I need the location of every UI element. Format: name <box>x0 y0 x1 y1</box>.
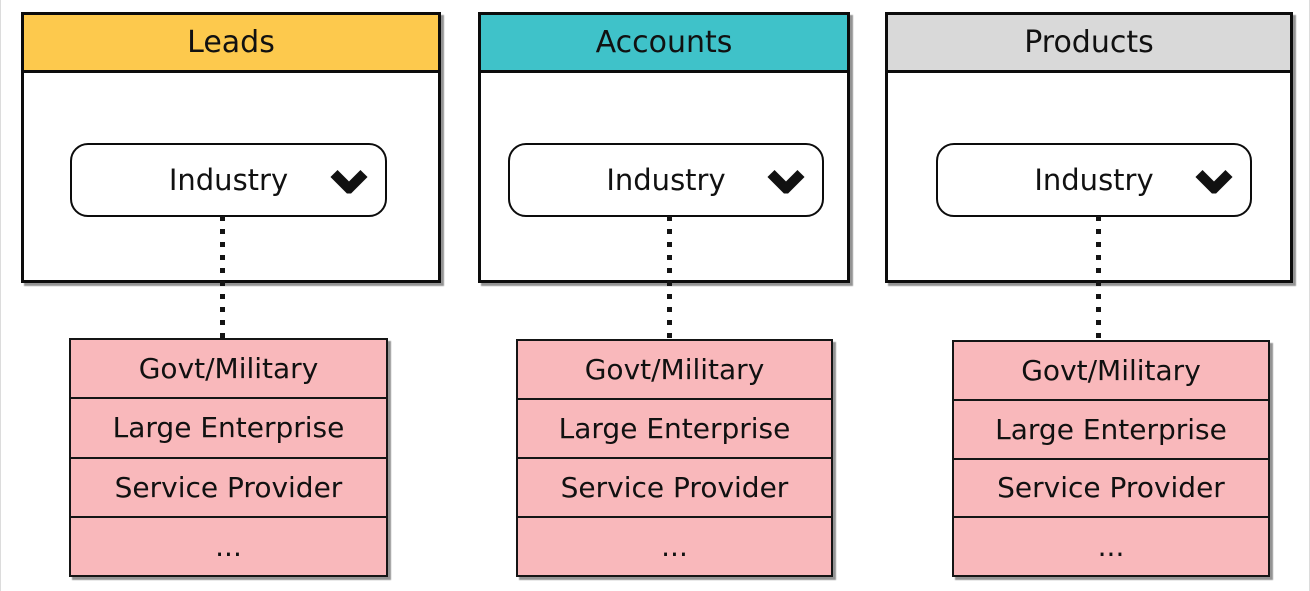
list-item-ellipsis: ... <box>1097 530 1125 564</box>
dotted-connector-products <box>1096 216 1101 340</box>
industry-dropdown-leads[interactable]: Industry <box>70 143 387 217</box>
dropdown-label: Industry <box>606 163 726 197</box>
list-item: Large Enterprise <box>71 399 386 459</box>
industry-options-list-leads: Govt/Military Large Enterprise Service P… <box>69 338 388 577</box>
list-item: Large Enterprise <box>518 400 831 459</box>
industry-dropdown-accounts[interactable]: Industry <box>508 143 824 217</box>
panel-header-products: Products <box>888 15 1290 73</box>
dotted-connector-accounts <box>667 216 672 339</box>
list-item-ellipsis: ... <box>215 529 242 563</box>
chevron-down-icon <box>1194 167 1234 194</box>
industry-options-list-products: Govt/Military Large Enterprise Service P… <box>952 340 1270 577</box>
panel-products: Products Industry <box>885 12 1293 283</box>
list-item: Service Provider <box>518 459 831 518</box>
panel-header-leads: Leads <box>24 15 438 73</box>
chevron-down-icon <box>766 167 806 194</box>
dropdown-label: Industry <box>168 163 289 197</box>
list-item: Govt/Military <box>518 341 831 400</box>
panel-title: Leads <box>187 25 275 60</box>
list-item-ellipsis: ... <box>661 530 688 563</box>
panel-body: Industry <box>481 73 847 280</box>
chevron-down-icon <box>329 167 369 194</box>
list-item: Govt/Military <box>71 340 386 400</box>
dotted-connector-leads <box>220 216 225 338</box>
panel-leads: Leads Industry <box>21 12 441 283</box>
industry-dropdown-products[interactable]: Industry <box>936 143 1252 217</box>
panel-header-accounts: Accounts <box>481 15 847 73</box>
dropdown-label: Industry <box>1034 163 1154 197</box>
panel-body: Industry <box>888 73 1290 280</box>
panel-body: Industry <box>24 73 438 280</box>
list-item: Govt/Military <box>954 342 1268 401</box>
panel-title: Products <box>1024 25 1154 60</box>
panel-accounts: Accounts Industry <box>478 12 850 283</box>
panel-title: Accounts <box>595 25 733 60</box>
list-item: Service Provider <box>954 460 1268 519</box>
industry-options-list-accounts: Govt/Military Large Enterprise Service P… <box>516 339 833 577</box>
list-item: Service Provider <box>71 459 386 518</box>
list-item: Large Enterprise <box>954 401 1268 460</box>
